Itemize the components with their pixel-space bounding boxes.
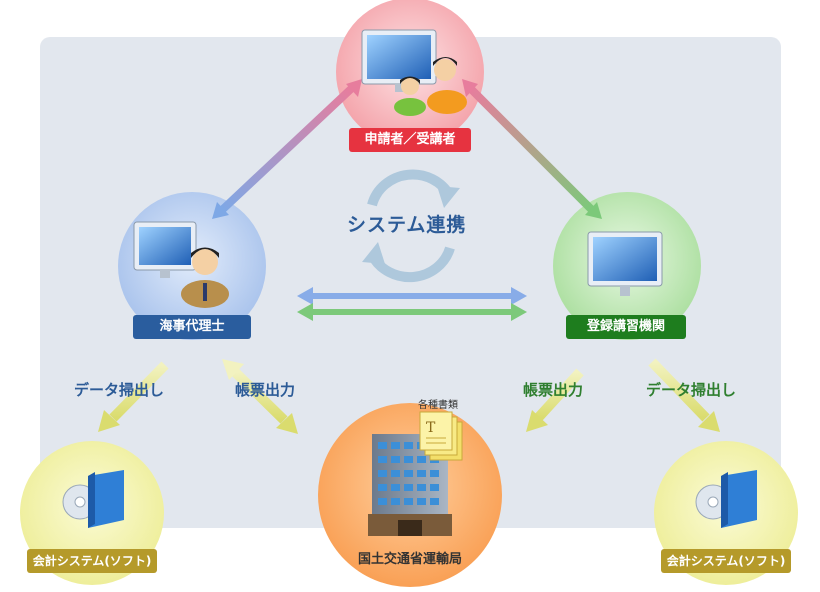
accounting-left-label: 会計システム(ソフト) [27,549,157,573]
mlit-label: 国土交通省運輸局 [357,552,462,567]
software-left-icon [62,470,124,528]
accounting-right-label: 会計システム(ソフト) [661,549,791,573]
documents-icon: T [419,411,463,461]
arrow-horizontal-blue [297,287,527,305]
applicant-label: 申請者／受講者 [349,128,471,152]
arrow-left-forms [222,359,298,434]
arrow-horizontal-green [297,303,527,321]
arrow-applicant-agent [212,79,362,219]
arrow-right-forms [526,368,584,432]
software-right-icon [695,470,757,528]
training-monitor-icon [587,231,663,296]
arrow-left-export [98,361,169,432]
training-org-label: 登録講習機関 [566,315,686,339]
left-export-label: データ掃出し [74,381,165,399]
sync-icon [362,169,460,283]
agent-person-icon [181,247,229,308]
documents-label: 各種書類 [418,400,458,411]
applicant-people-icon [394,57,467,116]
right-export-label: データ掃出し [646,381,737,399]
system-integration-label: システム連携 [347,214,467,236]
svg-text:T: T [426,420,436,436]
agent-monitor-icon [133,221,197,278]
right-forms-label: 帳票出力 [523,381,584,399]
left-forms-label: 帳票出力 [235,381,296,399]
arrow-applicant-training [462,79,602,219]
agent-label: 海事代理士 [133,315,251,339]
arrow-right-export [648,358,720,432]
applicant-monitor-icon [361,29,437,92]
